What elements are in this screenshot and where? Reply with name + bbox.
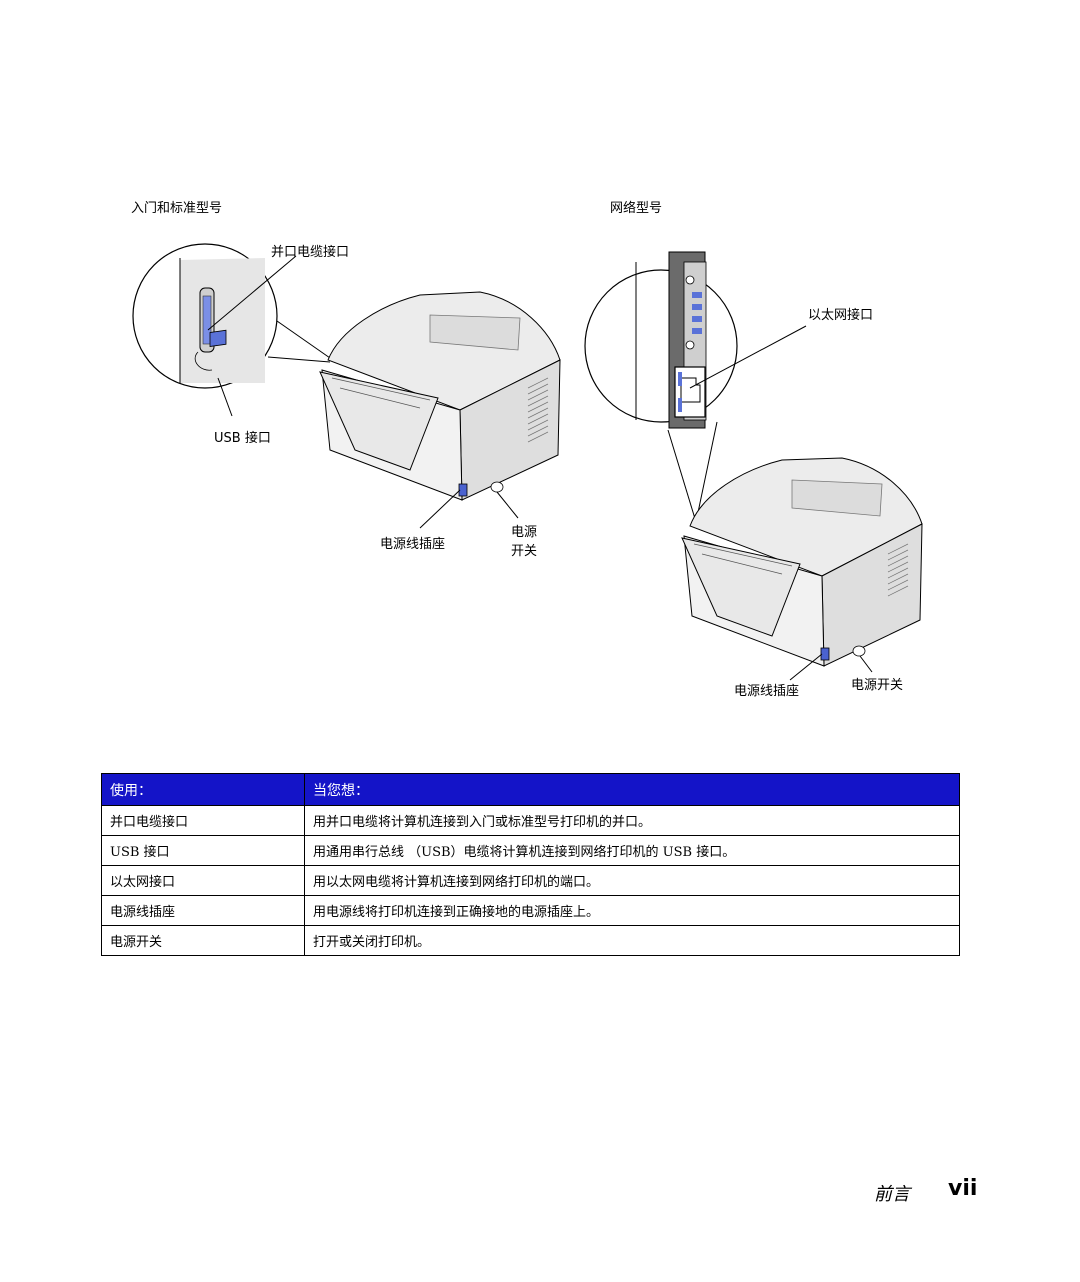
table-header-row: 使用： 当您想：	[101, 773, 960, 806]
table-row: 以太网接口 用以太网电缆将计算机连接到网络打印机的端口。	[101, 865, 960, 896]
header-use: 使用：	[101, 773, 305, 806]
right-magnifier	[584, 269, 738, 423]
table-row: 电源线插座 用电源线将打印机连接到正确接地的电源插座上。	[101, 895, 960, 926]
ports-table: 使用： 当您想： 并口电缆接口 用并口电缆将计算机连接到入门或标准型号打印机的并…	[101, 773, 960, 956]
page-number: vii	[948, 1176, 978, 1201]
row-when: 打开或关闭打印机。	[304, 925, 960, 956]
row-when: 用通用串行总线 （USB）电缆将计算机连接到网络打印机的 USB 接口。	[304, 835, 960, 866]
row-use: 以太网接口	[101, 865, 305, 896]
parallel-port-label: 并口电缆接口	[271, 245, 350, 260]
right-model-title: 网络型号	[610, 201, 663, 216]
row-use: 电源线插座	[101, 895, 305, 926]
ethernet-port-label: 以太网接口	[808, 308, 874, 323]
row-when: 用并口电缆将计算机连接到入门或标准型号打印机的并口。	[304, 805, 960, 836]
table-row: 并口电缆接口 用并口电缆将计算机连接到入门或标准型号打印机的并口。	[101, 805, 960, 836]
power-switch-right-label: 电源开关	[851, 678, 904, 693]
printer-diagram	[132, 243, 923, 681]
row-use: 并口电缆接口	[101, 805, 305, 836]
printer-left	[319, 291, 561, 501]
section-title: 前言	[874, 1184, 910, 1205]
usb-port-label: USB 接口	[214, 431, 271, 446]
power-switch-left-label-line1: 电源	[511, 525, 538, 540]
row-when: 用电源线将打印机连接到正确接地的电源插座上。	[304, 895, 960, 926]
row-use: 电源开关	[101, 925, 305, 956]
power-switch-left-label-line2: 开关	[511, 544, 538, 559]
table-row: USB 接口 用通用串行总线 （USB）电缆将计算机连接到网络打印机的 USB …	[101, 835, 960, 866]
power-socket-left-label: 电源线插座	[380, 537, 446, 552]
usb-connector-detail	[194, 329, 227, 371]
row-use: USB 接口	[101, 835, 305, 866]
left-model-title: 入门和标准型号	[131, 201, 223, 216]
header-when: 当您想：	[304, 773, 960, 806]
row-when: 用以太网电缆将计算机连接到网络打印机的端口。	[304, 865, 960, 896]
network-card-detail	[668, 251, 707, 429]
printer-right	[681, 457, 923, 667]
table-row: 电源开关 打开或关闭打印机。	[101, 925, 960, 956]
power-socket-right-label: 电源线插座	[734, 684, 800, 699]
